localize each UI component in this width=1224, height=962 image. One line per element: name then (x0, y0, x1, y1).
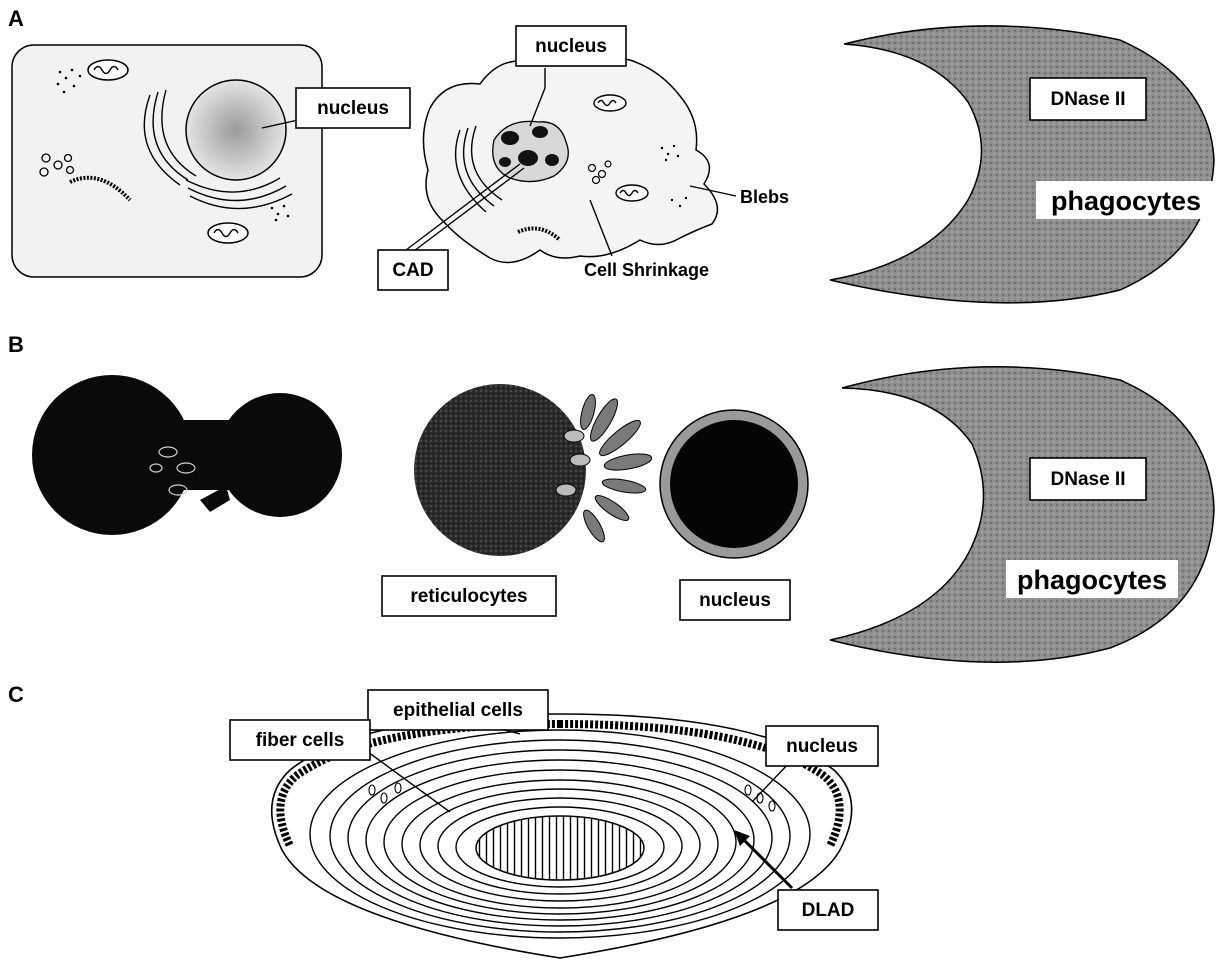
reticulocyte (414, 384, 653, 556)
fiber-label: fiber cells (256, 730, 345, 751)
epithelial-label: epithelial cells (393, 700, 523, 721)
dlad-label: DLAD (802, 900, 855, 921)
phagocyte-b (830, 367, 1214, 662)
apoptotic-nucleus-label: nucleus (535, 36, 607, 57)
nucleus-label: nucleus (317, 98, 389, 119)
phagocytes-label-a: phagocytes (1051, 186, 1201, 216)
shrinkage-label: Cell Shrinkage (584, 260, 709, 280)
reticulocytes-label: reticulocytes (410, 586, 527, 607)
erythroblast (32, 375, 342, 535)
phagocyte-a (830, 26, 1214, 303)
cell-nucleus (186, 80, 286, 180)
blebs-label: Blebs (740, 187, 789, 207)
panel-letter-a: A (8, 6, 24, 31)
apoptotic-cell (423, 55, 717, 262)
c-nucleus-label: nucleus (786, 736, 858, 757)
b-nucleus-label: nucleus (699, 590, 771, 611)
phagocytes-label-b: phagocytes (1017, 565, 1167, 595)
normal-cell (12, 45, 322, 277)
dnase-label-b: DNase II (1051, 469, 1126, 490)
dnase-label-a: DNase II (1051, 89, 1126, 110)
cad-label: CAD (392, 260, 433, 281)
panel-letter-c: C (8, 682, 24, 707)
panel-letter-b: B (8, 332, 24, 357)
